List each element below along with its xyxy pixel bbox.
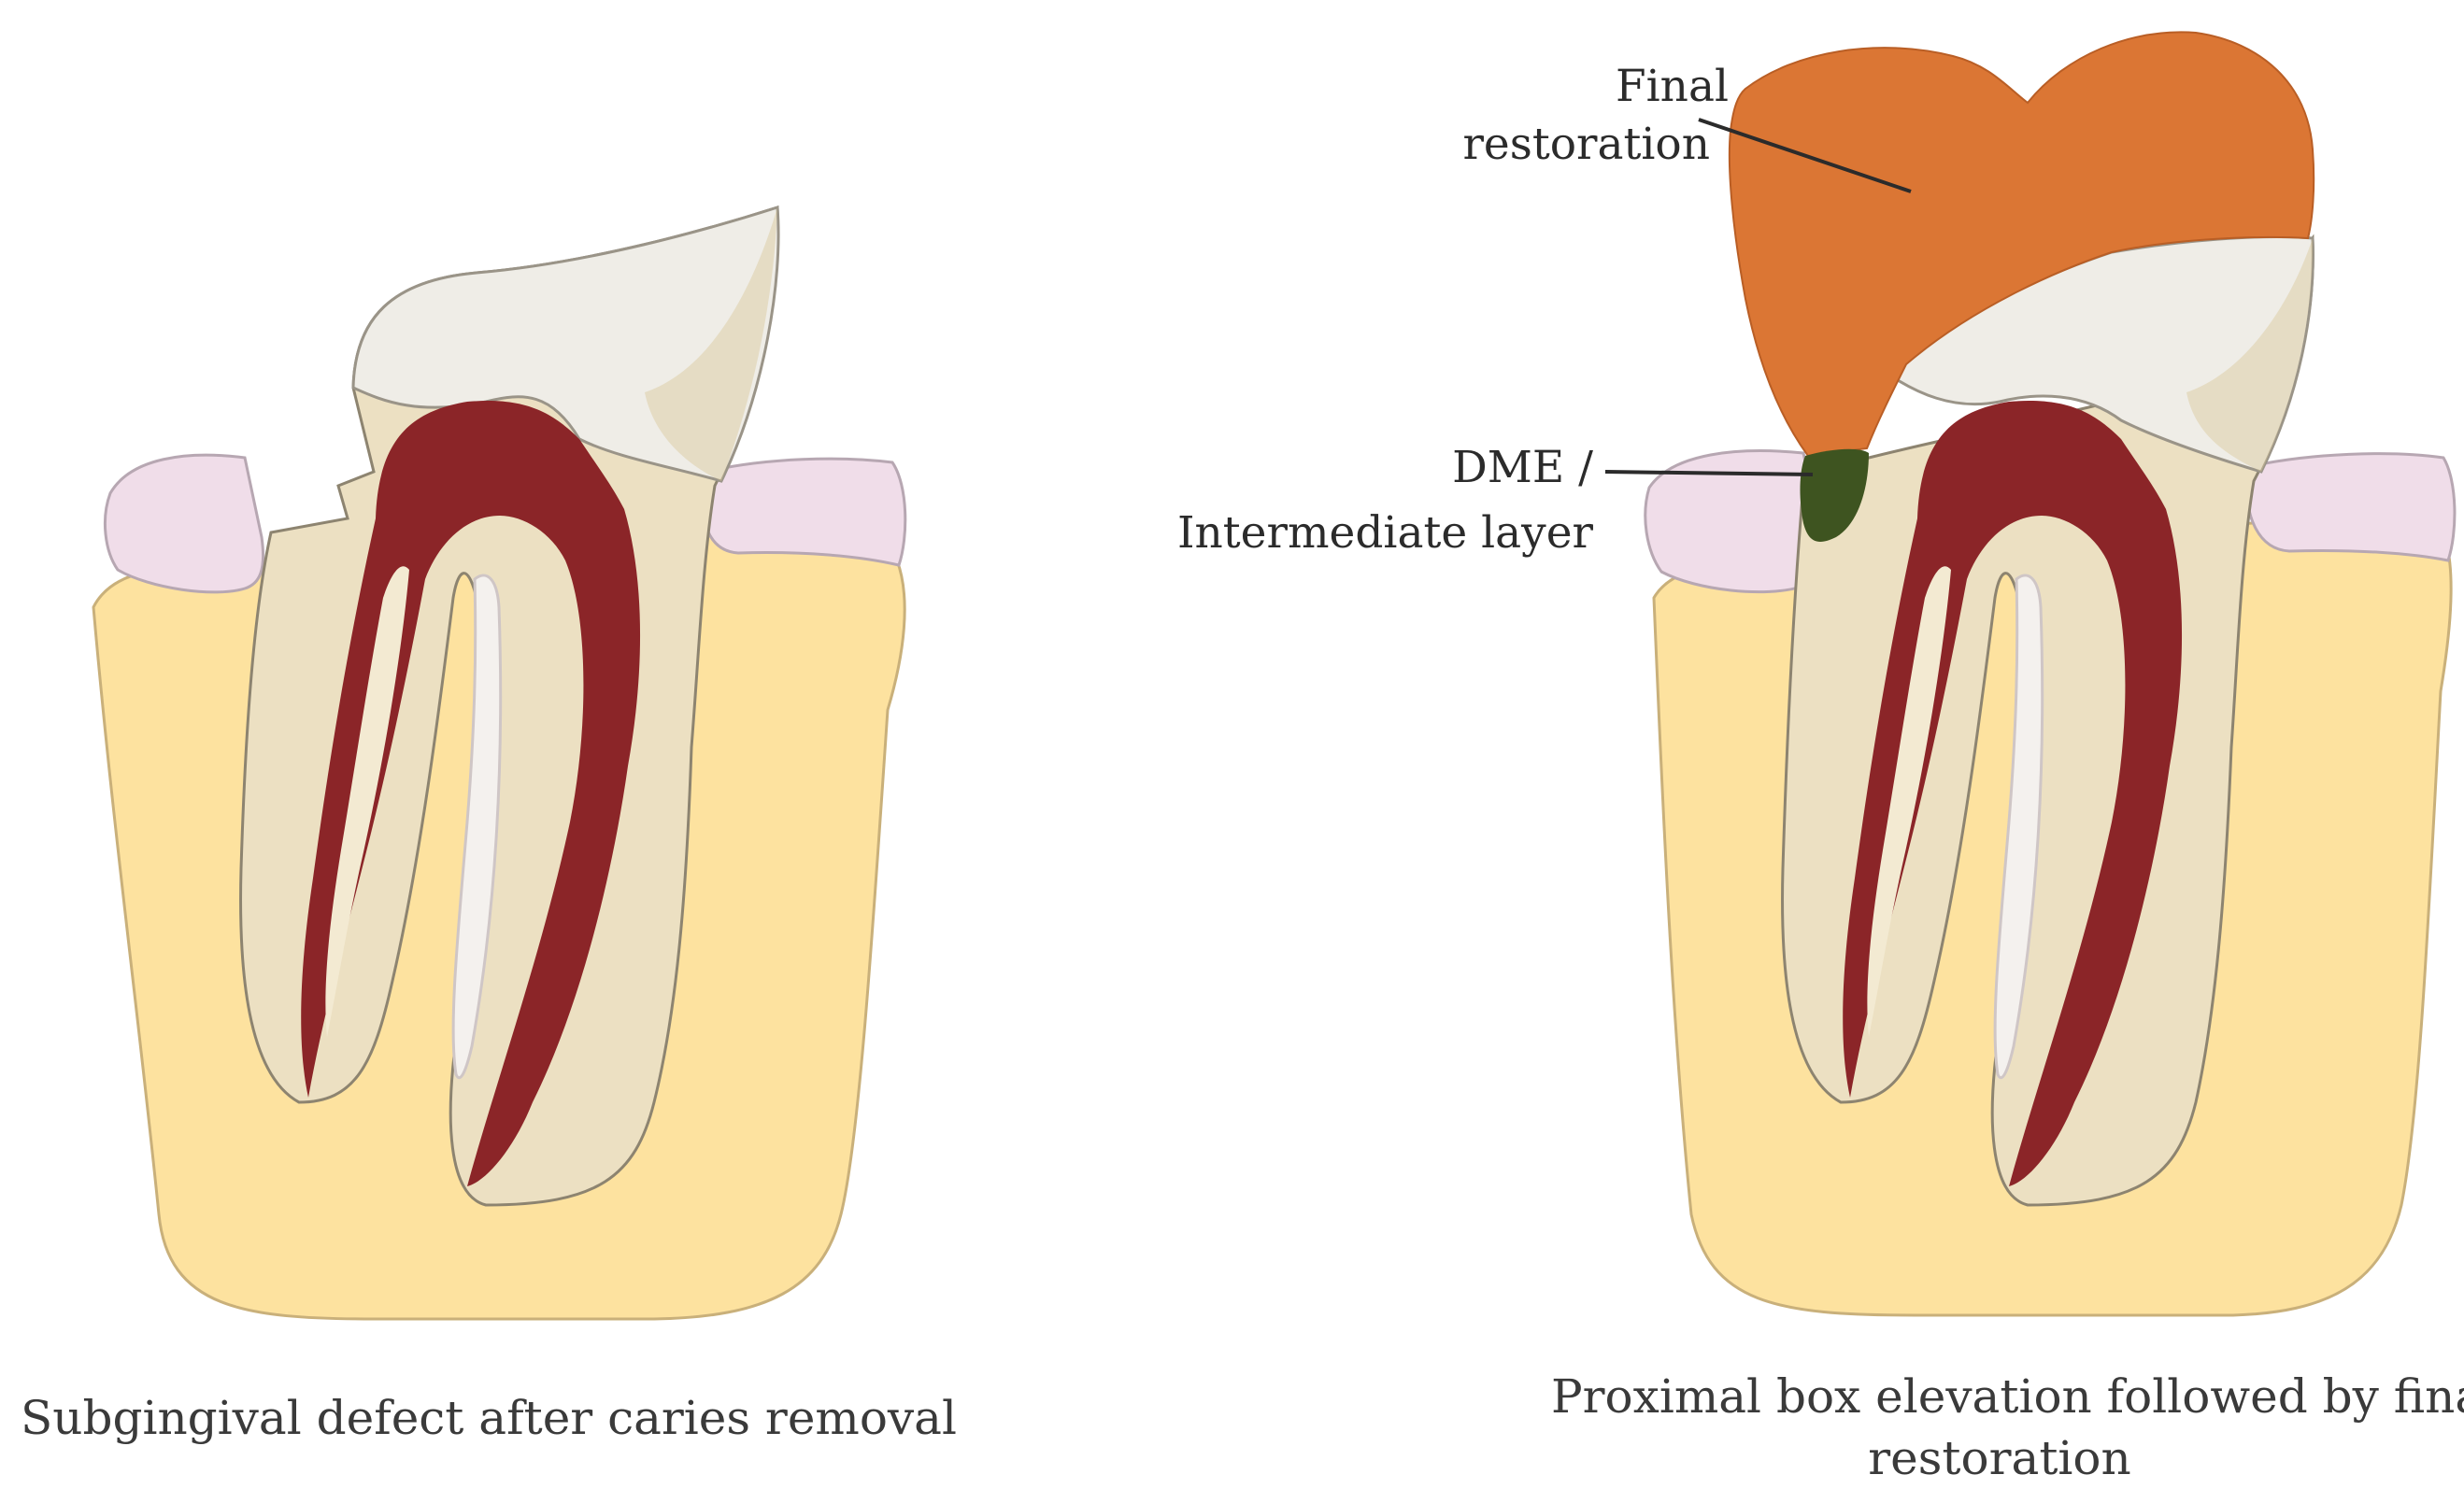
dme-label-line1: DME / xyxy=(1452,442,1593,493)
left-root-canal-highlight xyxy=(325,566,409,1037)
left-furcation xyxy=(451,574,503,1080)
final-restoration-leader-line xyxy=(1698,118,1912,193)
final-restoration-label-line2: restoration xyxy=(1462,119,1710,170)
right-furcation xyxy=(1993,574,2044,1080)
left-panel-caption: Subgingival defect after caries removal xyxy=(21,1391,957,1445)
right-panel-caption-line1: Proximal box elevation followed by final xyxy=(1551,1369,2464,1424)
dme-leader-line xyxy=(1604,470,1814,476)
right-enamel-shade xyxy=(2186,238,2314,472)
dme-intermediate-layer xyxy=(1800,448,1869,542)
right-panel-caption-line2: restoration xyxy=(1868,1431,2131,1485)
right-gingiva-distal xyxy=(2244,452,2457,562)
final-restoration-label-line1: Final xyxy=(1616,61,1729,112)
dme-label-line2: Intermediate layer xyxy=(1176,507,1593,559)
right-root-canal-highlight xyxy=(1867,566,1951,1037)
left-enamel-shade xyxy=(645,207,777,481)
left-tooth-illustration xyxy=(92,205,907,1321)
left-gingiva-mesial xyxy=(103,453,265,594)
final-restoration xyxy=(1728,31,2315,458)
right-tooth-illustration xyxy=(1604,31,2457,1317)
left-enamel xyxy=(351,205,780,483)
left-gingiva-distal xyxy=(701,457,907,567)
